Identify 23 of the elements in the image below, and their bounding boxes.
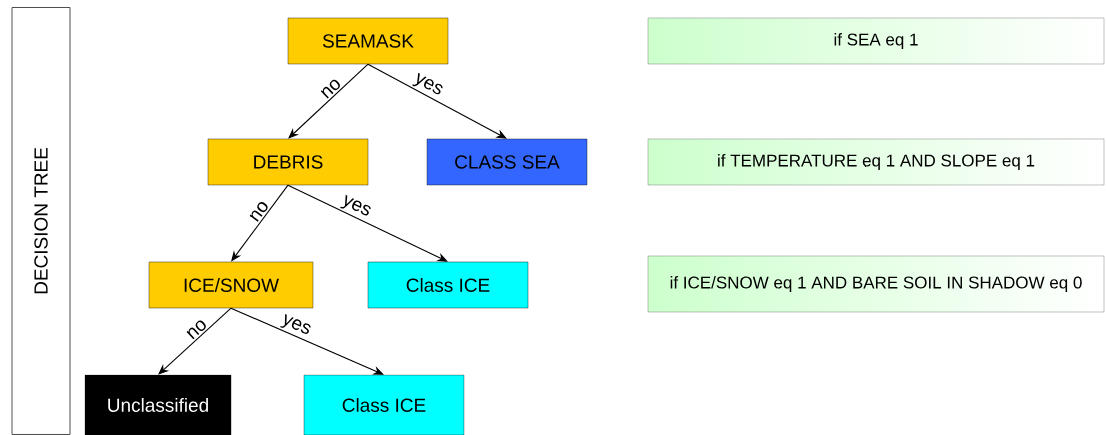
rule-box: if SEA eq 1 (647, 17, 1105, 65)
edge-label: yes (412, 72, 443, 95)
class-box: Unclassified (84, 374, 232, 435)
arrow (367, 63, 507, 139)
arrow (231, 184, 289, 262)
edge-label: yes (280, 314, 311, 334)
arrow (158, 307, 232, 375)
title-band: DECISION TREE (11, 7, 71, 435)
decision-box: DEBRIS (207, 138, 369, 186)
edge-label: no (320, 79, 340, 99)
arrow (230, 307, 384, 375)
class-box: Class ICE (303, 374, 465, 435)
class-box: CLASS SEA (426, 138, 588, 186)
rule-box: if ICE/SNOW eq 1 AND BARE SOIL IN SHADOW eq 0 (647, 255, 1105, 313)
edge-label: no (249, 202, 268, 222)
edge-label: no (186, 320, 206, 340)
arrow (288, 63, 369, 139)
decision-box: ICE/SNOW (148, 261, 314, 309)
rule-box: if TEMPERATURE eq 1 AND SLOPE eq 1 (647, 138, 1105, 186)
class-box: Class ICE (367, 261, 529, 309)
decision-box: SEAMASK (287, 17, 449, 65)
arrow (287, 184, 448, 262)
edge-label: yes (340, 194, 371, 216)
